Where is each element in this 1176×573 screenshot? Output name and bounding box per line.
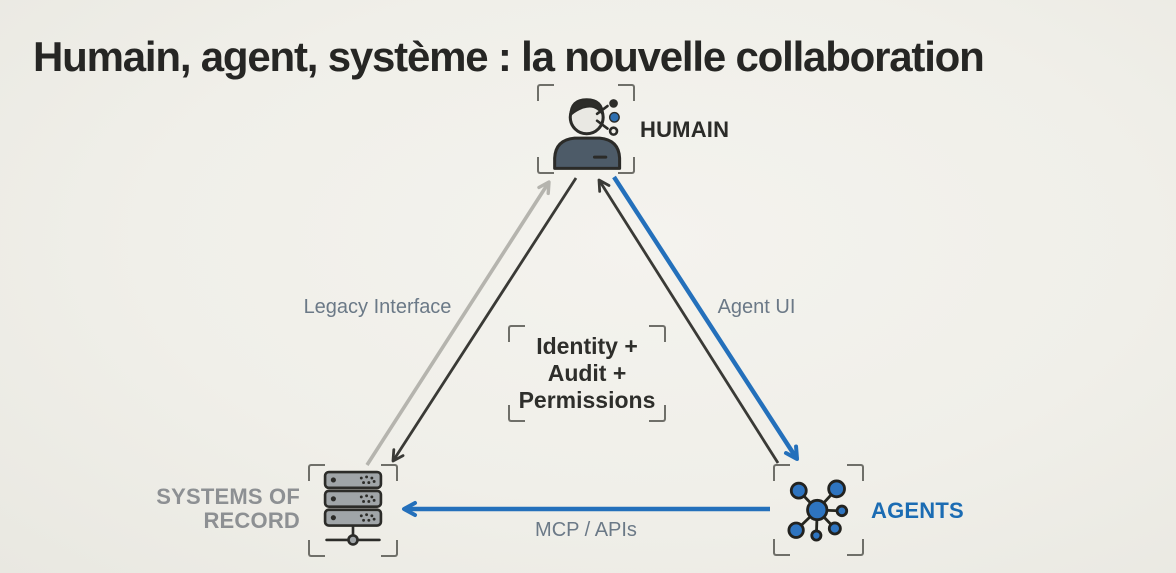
frame-corner [537, 157, 554, 174]
frame-corner [508, 325, 525, 342]
legacy-interface-arrow [365, 180, 551, 466]
frame-corner [773, 539, 790, 556]
person-broadcast-icon [553, 98, 622, 170]
systems-of-record-node [308, 464, 398, 557]
center-box-line: Identity + [536, 333, 638, 359]
human-label: HUMAIN [640, 117, 730, 142]
frame-corner [649, 405, 666, 422]
agent-ui-label: Agent UI [717, 296, 796, 318]
frame-corner [847, 539, 864, 556]
page-title: Humain, agent, système : la nouvelle col… [33, 33, 985, 81]
server-stack-icon [323, 470, 383, 546]
frame-corner [537, 84, 554, 101]
center-box-line: Audit + [547, 360, 627, 386]
frame-corner [381, 464, 398, 481]
frame-corner [381, 540, 398, 557]
human-node [537, 84, 635, 174]
frame-corner [773, 464, 790, 481]
agents-label: AGENTS [871, 498, 964, 523]
frame-corner [508, 405, 525, 422]
systems-label-line: RECORD [203, 508, 300, 533]
mcp-apis-label: MCP / APIs [535, 519, 637, 541]
center-box-text: Identity + Audit + Permissions [508, 325, 666, 422]
frame-corner [308, 464, 325, 481]
legacy-interface-label: Legacy Interface [303, 296, 452, 318]
agents-node [773, 464, 864, 556]
frame-corner [618, 84, 635, 101]
frame-corner [649, 325, 666, 342]
identity-audit-permissions-box: Identity + Audit + Permissions [508, 325, 666, 422]
systems-label-line: SYSTEMS OF [156, 484, 300, 509]
frame-corner [847, 464, 864, 481]
network-hub-icon [787, 479, 849, 542]
frame-corner [618, 157, 635, 174]
frame-corner [308, 540, 325, 557]
center-box-line: Permissions [518, 387, 656, 413]
systems-of-record-label: SYSTEMS OF RECORD [128, 485, 300, 533]
